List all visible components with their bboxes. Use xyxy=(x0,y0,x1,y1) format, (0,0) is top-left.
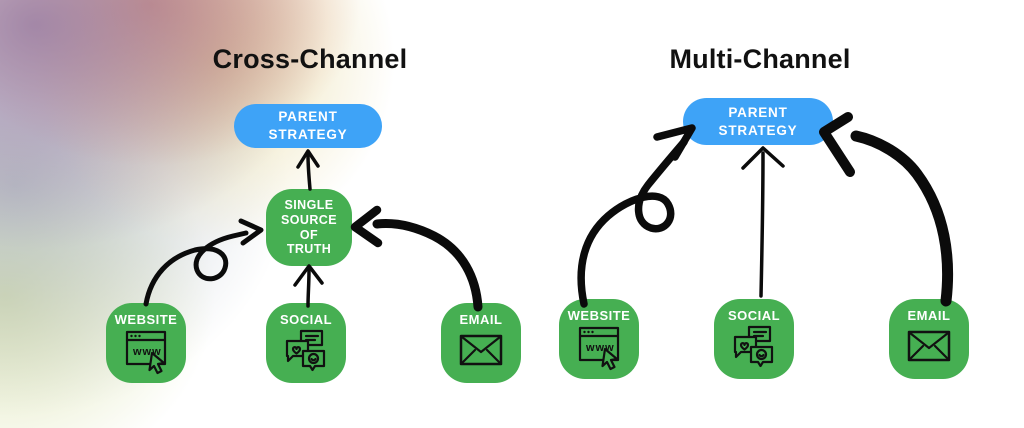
cross-channel-title: Cross-Channel xyxy=(212,44,408,74)
parent-strategy-line1: PARENT xyxy=(728,104,788,120)
arrow-social-to-parent xyxy=(741,146,785,298)
arrow-ssot-to-parent xyxy=(296,149,320,191)
arrow-email-to-parent xyxy=(819,112,954,307)
arrow-social-to-ssot xyxy=(293,264,324,308)
cross-parent-strategy-node: PARENT STRATEGY xyxy=(234,104,382,148)
parent-strategy-line2: STRATEGY xyxy=(718,122,798,138)
chat-bubbles-icon xyxy=(733,325,774,368)
arrow-email-to-ssot xyxy=(350,205,483,312)
parent-strategy-line2: STRATEGY xyxy=(268,127,348,142)
multi-email-node: EMAIL xyxy=(889,299,969,379)
website-label: WEBSITE xyxy=(567,308,631,323)
parent-strategy-line1: PARENT xyxy=(278,109,338,125)
multi-website-node: WEBSITE www xyxy=(559,299,639,379)
chat-bubbles-icon xyxy=(285,329,326,372)
single-source-of-truth-node: SINGLE SOURCE OF TRUTH xyxy=(266,189,352,266)
browser-www-icon: www xyxy=(578,326,620,371)
social-label: SOCIAL xyxy=(279,312,333,327)
arrow-website-to-ssot xyxy=(143,218,264,307)
browser-www-icon: www xyxy=(125,330,167,375)
cross-social-node: SOCIAL xyxy=(266,303,346,383)
website-label: WEBSITE xyxy=(114,312,178,327)
multi-parent-strategy-node: PARENT STRATEGY xyxy=(683,98,833,145)
envelope-icon xyxy=(907,330,951,362)
envelope-icon xyxy=(459,334,503,366)
multi-social-node: SOCIAL xyxy=(714,299,794,379)
social-label: SOCIAL xyxy=(727,308,781,323)
email-label: EMAIL xyxy=(907,308,951,323)
multi-channel-title: Multi-Channel xyxy=(669,44,851,74)
cross-website-node: WEBSITE www xyxy=(106,303,186,383)
arrow-website-to-parent xyxy=(577,124,696,308)
email-label: EMAIL xyxy=(459,312,503,327)
cross-email-node: EMAIL xyxy=(441,303,521,383)
